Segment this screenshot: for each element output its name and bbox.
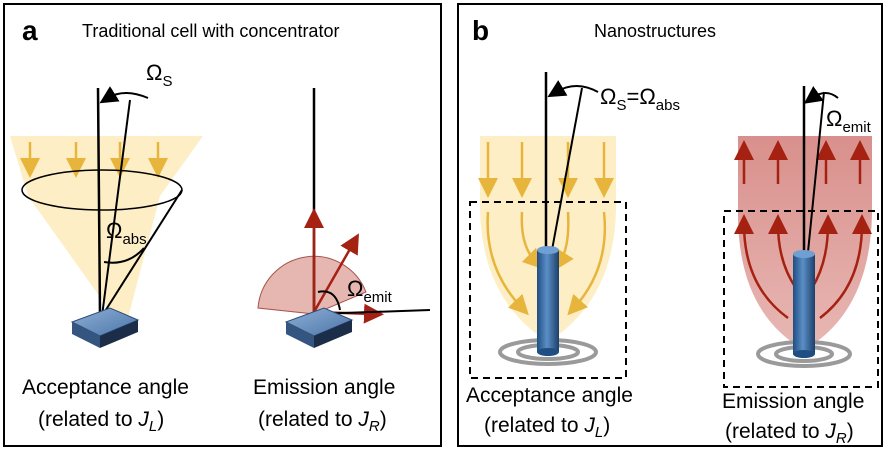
emission-top-arrows [734, 140, 870, 184]
panel-b-title: Nanostructures [594, 21, 716, 41]
omega-abs-label: Ωabs [106, 218, 147, 248]
panel-a-frame [3, 3, 442, 447]
panel-a-letter: a [22, 15, 38, 46]
absorption-curved-arrows [486, 211, 607, 316]
cone-edge-line [101, 189, 183, 317]
omega-s-abs-label: ΩS=Ωabs [600, 84, 680, 114]
nano-ray-line-right [807, 91, 825, 253]
omega-s-arc-arrow [99, 86, 149, 104]
omega-emit-label-b: Ωemit [826, 106, 872, 136]
normal-line [96, 87, 102, 317]
panel-a-title: Traditional cell with concentrator [82, 21, 339, 41]
omega-abs-arc [103, 247, 145, 264]
nano-ray-line-left [551, 87, 583, 251]
panel-a-right-caption-line2: (related to JR) [258, 408, 387, 435]
panel-b-frame [457, 3, 883, 447]
solar-cell-left [70, 307, 140, 348]
emission-box [723, 210, 879, 388]
absorption-box [469, 201, 627, 379]
omega-s-abs-arc-arrow [547, 80, 599, 98]
panel-a-left-caption-line1: Acceptance angle [22, 376, 189, 399]
omega-emit-arc-arrow-b [803, 86, 839, 104]
panel-b-right-caption-line2: (related to JR) [725, 420, 854, 447]
panel-b-left-caption-line1: Acceptance angle [466, 384, 633, 407]
solar-cell-right [284, 307, 354, 348]
sunlight-arrows [20, 142, 168, 178]
panel-a-right-caption-line1: Emission angle [253, 376, 395, 399]
panel-b-left-caption-line2: (related to JL) [484, 414, 610, 441]
emission-fan [257, 255, 367, 315]
panel-b-right-caption-line1: Emission angle [722, 390, 864, 413]
panel-a-left-caption-line2: (related to JL) [38, 408, 164, 435]
sun-ray-line [101, 99, 131, 317]
omega-emit-arc [317, 290, 341, 311]
nanowire-right [793, 250, 815, 358]
sunlight-cone [10, 136, 203, 318]
omega-emit-label: Ωemit [347, 276, 393, 306]
nanowire-left [537, 246, 559, 356]
panel-b-letter: b [472, 15, 489, 46]
omega-s-label: ΩS [146, 60, 172, 90]
